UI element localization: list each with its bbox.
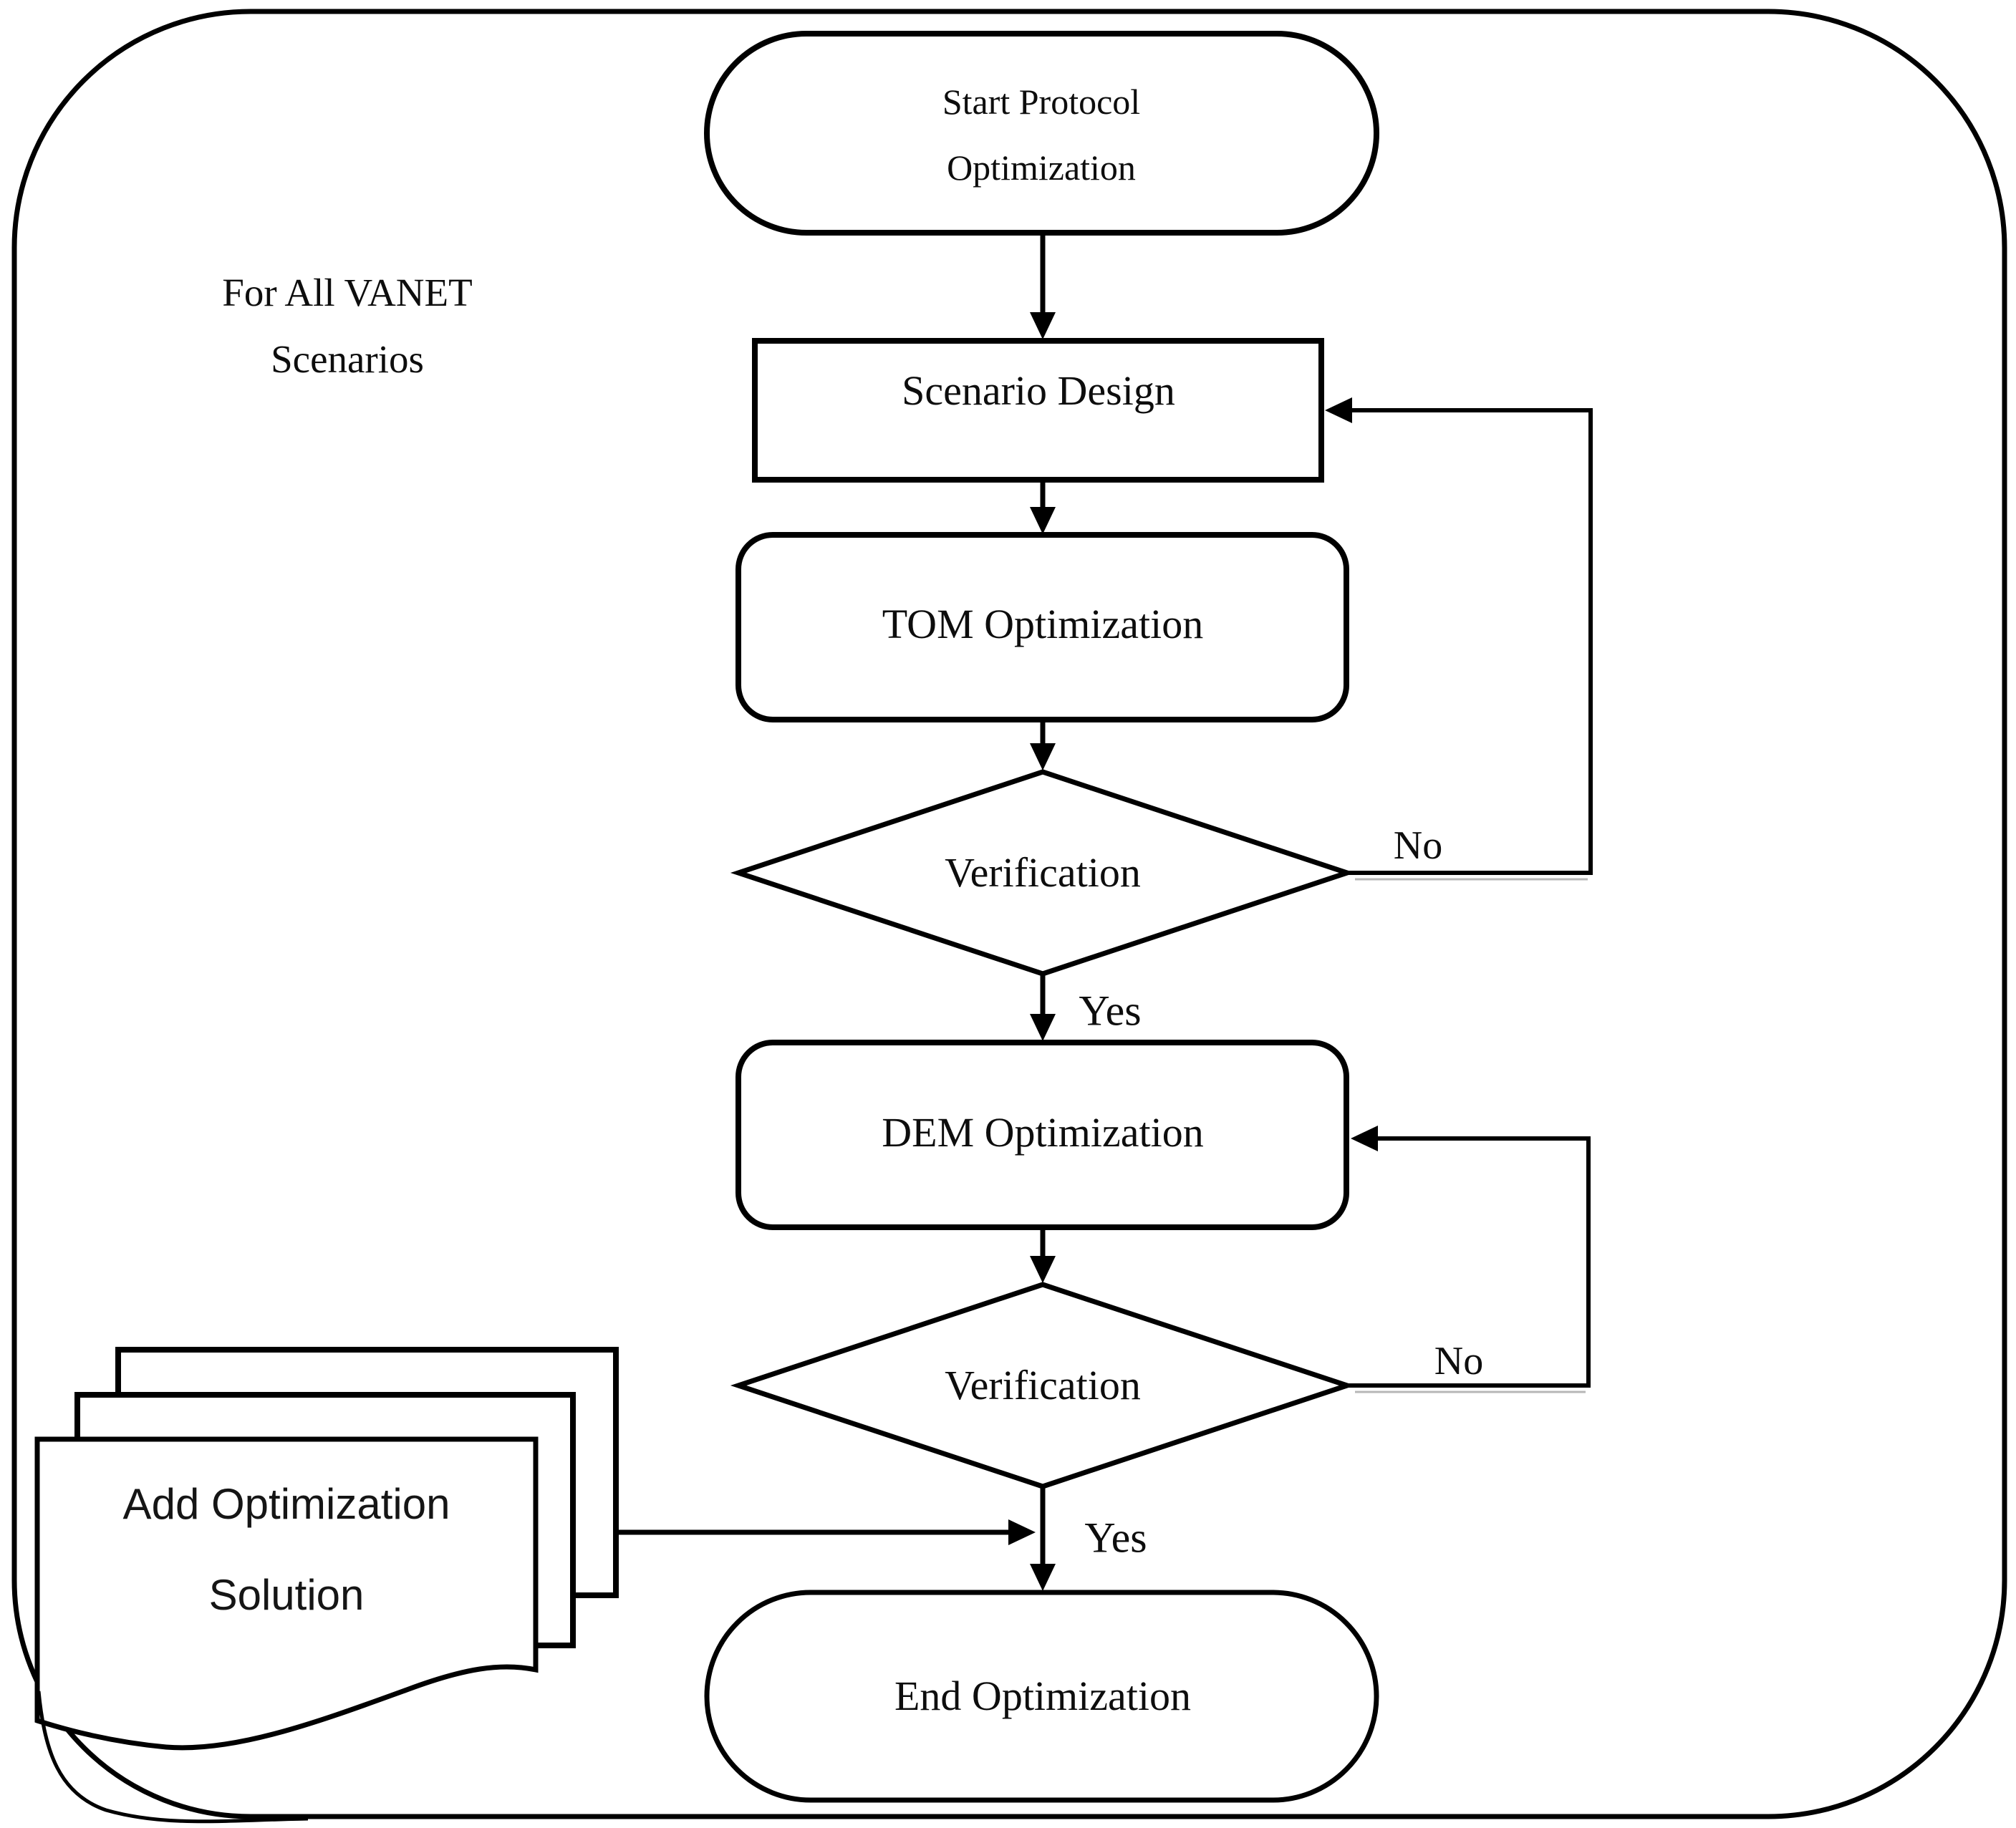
context-label: For All VANET Scenarios bbox=[222, 259, 472, 392]
loop-verification2-no-to-dem bbox=[1347, 1126, 1591, 1388]
verification2-yes-label: Yes bbox=[1084, 1514, 1147, 1562]
dem-optimization-rounded-shape bbox=[735, 1040, 1349, 1230]
end-node-label: End Optimization bbox=[894, 1673, 1191, 1719]
start-node-label-line2: Optimization bbox=[947, 148, 1136, 188]
context-label-line1: For All VANET bbox=[222, 271, 473, 314]
start-node-label: Start Protocol Optimization bbox=[942, 69, 1140, 200]
tom-optimization-label: TOM Optimization bbox=[882, 601, 1204, 647]
solution-doc-label-line1: Add Optimization bbox=[122, 1480, 450, 1528]
verification1-label: Verification bbox=[945, 849, 1141, 896]
start-node-label-line1: Start Protocol bbox=[942, 82, 1141, 122]
end-terminator-shape bbox=[704, 1590, 1379, 1803]
verification2-label: Verification bbox=[945, 1362, 1141, 1408]
start-terminator-shape bbox=[704, 31, 1379, 236]
dem-optimization-label: DEM Optimization bbox=[882, 1109, 1204, 1156]
verification1-diamond-shape bbox=[730, 769, 1356, 977]
verification2-no-label: No bbox=[1434, 1339, 1484, 1383]
scenario-design-label: Scenario Design bbox=[902, 367, 1175, 414]
solution-doc-label: Add Optimization Solution bbox=[123, 1459, 450, 1640]
context-label-line2: Scenarios bbox=[271, 337, 424, 381]
solution-doc-front-page bbox=[34, 1436, 539, 1751]
solution-doc-label-line2: Solution bbox=[208, 1571, 365, 1619]
verification2-diamond-shape bbox=[730, 1282, 1356, 1489]
verification1-yes-label: Yes bbox=[1079, 987, 1142, 1035]
loop-verification1-no-to-scenario bbox=[1325, 397, 1593, 875]
scenario-design-rect-shape bbox=[752, 338, 1324, 483]
outer-frame-border bbox=[11, 9, 2007, 1819]
tom-optimization-rounded-shape bbox=[735, 532, 1349, 722]
verification1-no-label: No bbox=[1393, 823, 1443, 868]
solution-doc-flourish-curve bbox=[37, 1691, 309, 1824]
